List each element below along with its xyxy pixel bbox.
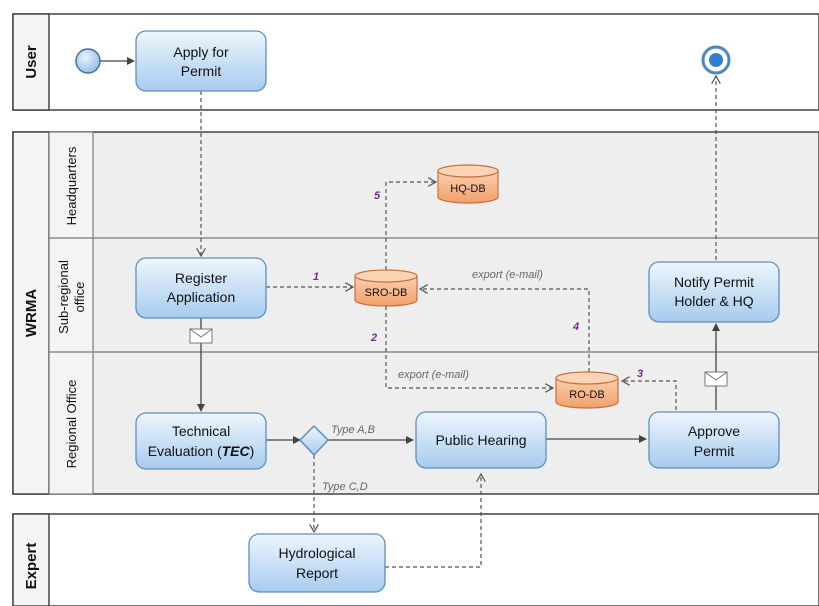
database-ro-label: RO-DB xyxy=(569,389,604,401)
flow-hydrological-hearing xyxy=(385,474,481,568)
end-event[interactable] xyxy=(701,45,731,75)
wrma-pool-label: WRMA xyxy=(23,289,40,337)
label-export-top: export (e-mail) xyxy=(472,269,543,281)
database-hq[interactable]: HQ-DB xyxy=(437,164,499,204)
wrma-pool-header xyxy=(12,131,50,495)
label-step-1: 1 xyxy=(313,271,319,283)
task-hydrological-line2: Report xyxy=(296,565,338,581)
lane-label-headquarters: Headquarters xyxy=(64,146,79,225)
label-type-cd: Type C,D xyxy=(322,481,368,493)
expert-pool: Expert xyxy=(12,513,819,606)
task-apply-for-permit[interactable]: Apply for Permit xyxy=(135,30,267,92)
lane-header-column xyxy=(48,131,94,495)
user-pool-label: User xyxy=(23,45,40,79)
user-pool-header xyxy=(12,13,50,111)
task-register-line1: Register xyxy=(175,270,227,286)
label-step-5: 5 xyxy=(374,190,381,202)
task-public-hearing-label: Public Hearing xyxy=(435,432,526,448)
task-notify-permit-holder[interactable]: Notify Permit Holder & HQ xyxy=(648,261,780,323)
task-hydrological-line1: Hydrological xyxy=(278,545,355,561)
envelope-icon-approve xyxy=(704,371,728,387)
user-pool: User xyxy=(12,13,819,111)
lane-label-subregional-2: office xyxy=(72,282,87,313)
exclusive-gateway[interactable] xyxy=(298,424,330,457)
task-register-line2: Application xyxy=(167,289,236,305)
expert-pool-border xyxy=(12,513,819,606)
envelope-icon-register xyxy=(189,328,213,344)
task-public-hearing[interactable]: Public Hearing xyxy=(415,411,547,469)
task-approve-line1: Approve xyxy=(688,423,740,439)
lane-label-regional: Regional Office xyxy=(64,380,79,469)
label-step-3: 3 xyxy=(637,368,643,380)
database-ro[interactable]: RO-DB xyxy=(555,371,619,409)
expert-pool-label: Expert xyxy=(23,543,40,590)
database-hq-label: HQ-DB xyxy=(450,183,485,195)
user-pool-border xyxy=(12,13,819,111)
database-sro[interactable]: SRO-DB xyxy=(354,269,418,307)
task-approve-line2: Permit xyxy=(694,443,735,459)
task-apply-line1: Apply for xyxy=(173,44,229,60)
task-notify-line1: Notify Permit xyxy=(674,274,754,290)
task-technical-line1: Technical xyxy=(172,423,230,439)
label-export-bottom: export (e-mail) xyxy=(398,369,469,381)
task-approve-permit[interactable]: Approve Permit xyxy=(648,411,780,469)
label-type-ab: Type A,B xyxy=(331,424,375,436)
flows xyxy=(100,57,716,568)
task-technical-evaluation[interactable]: Technical Evaluation (TEC) xyxy=(135,412,267,470)
label-step-4: 4 xyxy=(572,321,579,333)
lane-label-subregional-1: Sub-regional xyxy=(56,260,71,334)
start-event[interactable] xyxy=(75,48,101,74)
task-notify-line2: Holder & HQ xyxy=(674,293,753,309)
expert-pool-header xyxy=(12,513,50,606)
database-sro-label: SRO-DB xyxy=(365,287,408,299)
task-register-application[interactable]: Register Application xyxy=(135,257,267,319)
task-technical-line2: Evaluation (TEC) xyxy=(148,443,255,459)
task-hydrological-report[interactable]: Hydrological Report xyxy=(248,533,386,593)
flow-sro-hq xyxy=(385,182,436,270)
label-step-2: 2 xyxy=(370,332,377,344)
task-apply-line2: Permit xyxy=(181,63,222,79)
flow-approve-ro xyxy=(622,381,677,410)
